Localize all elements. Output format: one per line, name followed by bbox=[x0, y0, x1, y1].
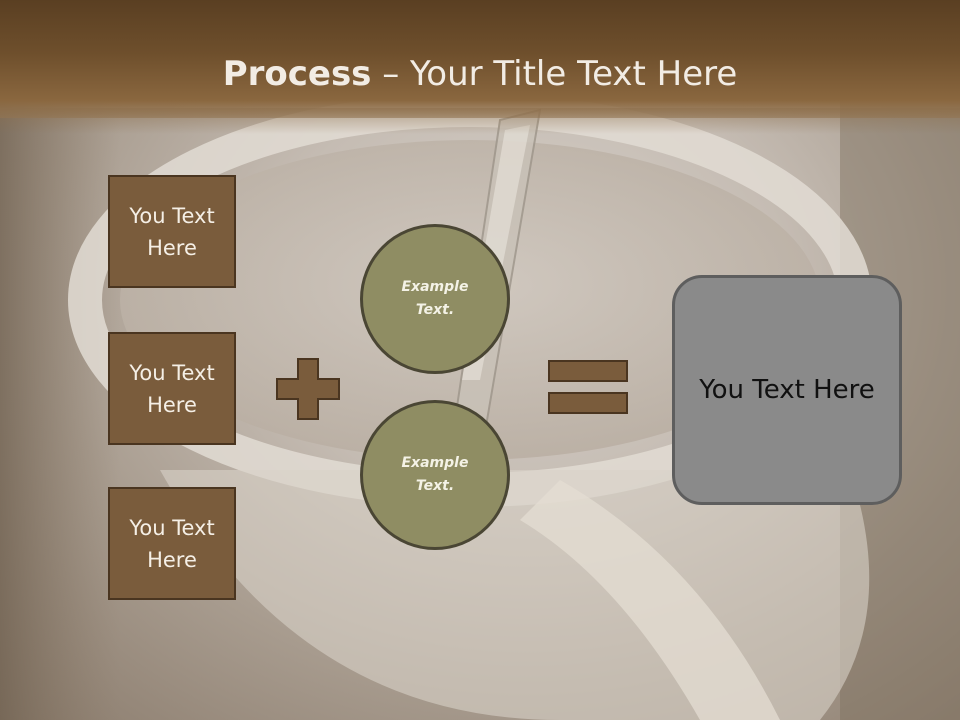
circle-label: Example Text. bbox=[401, 455, 469, 494]
left-box-label: You Text Here bbox=[129, 203, 215, 260]
result-label: You Text Here bbox=[699, 375, 875, 405]
left-box-3[interactable]: You Text Here bbox=[108, 487, 236, 600]
title-bold-part: Process bbox=[222, 54, 372, 94]
example-circle-2[interactable]: Example Text. bbox=[360, 400, 510, 550]
circle-label: Example Text. bbox=[401, 279, 469, 318]
left-box-2[interactable]: You Text Here bbox=[108, 332, 236, 445]
left-box-label: You Text Here bbox=[129, 360, 215, 417]
left-box-label: You Text Here bbox=[129, 515, 215, 572]
example-circle-1[interactable]: Example Text. bbox=[360, 224, 510, 374]
plus-icon bbox=[276, 358, 340, 420]
slide-title[interactable]: Process – Your Title Text Here bbox=[0, 52, 960, 96]
result-box[interactable]: You Text Here bbox=[672, 275, 902, 505]
title-bar-fade bbox=[0, 108, 960, 134]
left-box-1[interactable]: You Text Here bbox=[108, 175, 236, 288]
equals-icon bbox=[548, 360, 628, 414]
title-bar bbox=[0, 0, 960, 118]
title-rest-part: – Your Title Text Here bbox=[371, 54, 738, 94]
